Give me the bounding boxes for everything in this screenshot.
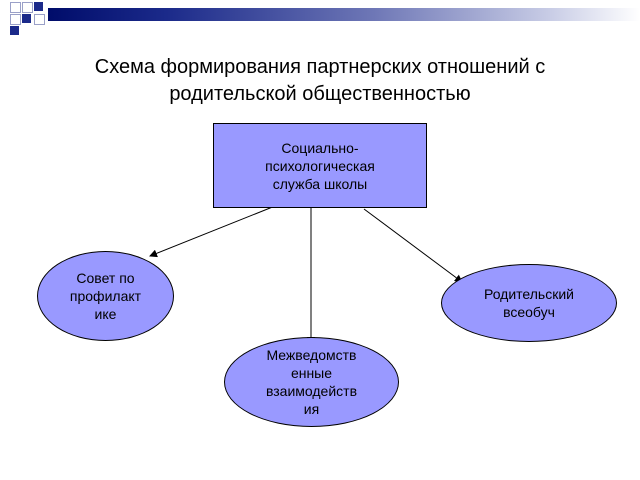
slide-title: Схема формирования партнерских отношений… <box>30 54 610 108</box>
header-banner-bar <box>48 8 640 21</box>
node-interagency-line-4: ия <box>303 401 320 417</box>
node-council-line-1: Совет по <box>76 270 135 286</box>
node-interagency-line-2: енные <box>290 365 333 381</box>
node-prevention-council: Совет по профилакт ике <box>37 251 174 341</box>
node-interagency-interaction: Межведомств енные взаимодейств ия <box>224 337 399 427</box>
node-parent-education: Родительский всеобуч <box>441 264 617 342</box>
node-interagency-line-3: взаимодейств <box>265 383 358 399</box>
arrow-to-council <box>149 203 281 258</box>
node-root-line-3: служба школы <box>272 175 368 192</box>
node-council-line-2: профилакт <box>69 288 142 304</box>
slide-title-line-2: родительской общественностью <box>169 83 471 105</box>
node-parent-line-1: Родительский <box>483 286 574 302</box>
arrow-to-parent-education <box>363 208 463 283</box>
node-root-line-2: психологическая <box>265 157 375 174</box>
slide-title-line-1: Схема формирования партнерских отношений… <box>94 56 546 78</box>
node-school-psychological-service: Социально- психологическая служба школы <box>213 123 427 208</box>
node-root-line-1: Социально- <box>281 139 359 156</box>
node-interagency-line-1: Межведомств <box>266 347 357 363</box>
node-council-line-3: ике <box>94 306 117 322</box>
node-parent-line-2: всеобуч <box>503 304 555 320</box>
